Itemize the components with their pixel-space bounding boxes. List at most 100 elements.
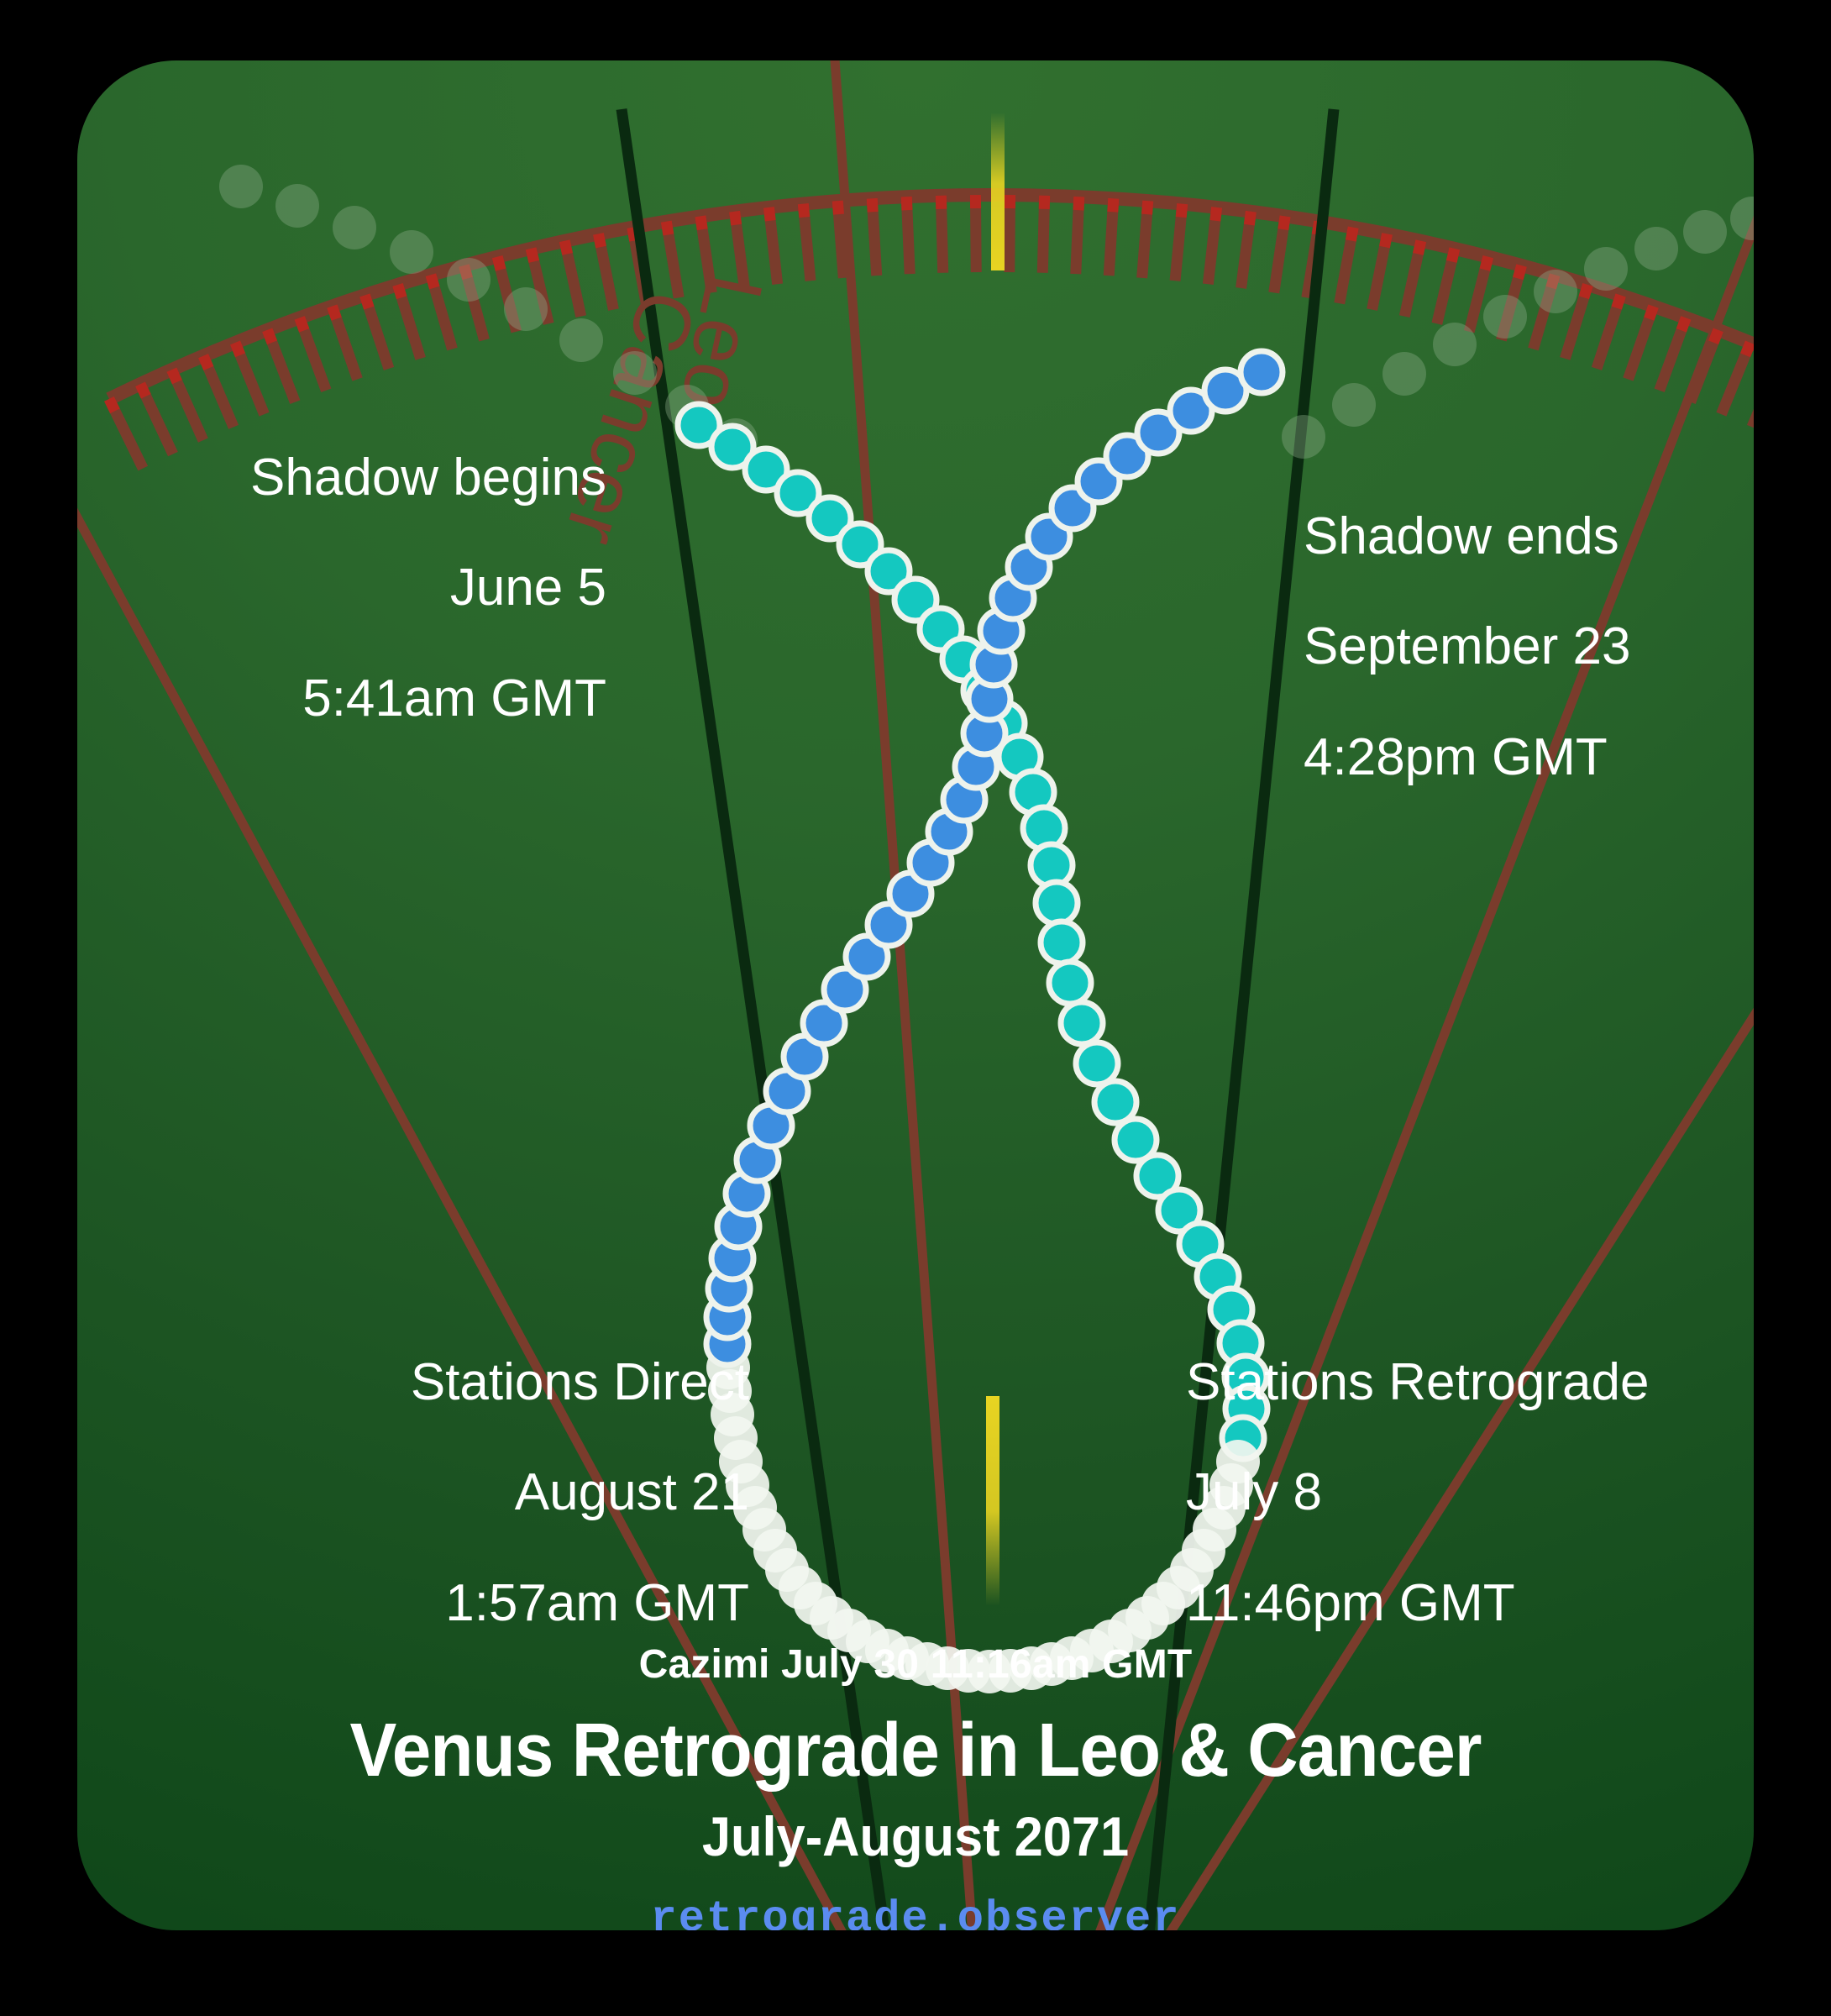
zodiac-tick-cap-29 <box>1073 196 1085 211</box>
position-dot <box>1046 958 1094 1007</box>
position-dot <box>1134 408 1183 457</box>
annotation-shadow-ends-title: Shadow ends <box>1304 507 1619 565</box>
annotation-stations-direct-title: Stations Direct <box>410 1352 749 1411</box>
zodiac-tick-cap-43 <box>1545 273 1561 290</box>
annotation-shadow-begins-time: 5:41am GMT <box>302 669 606 727</box>
position-dot <box>275 184 319 228</box>
radial-ray-3 <box>1166 1007 1754 1930</box>
zodiac-tick-cap-3 <box>198 354 214 370</box>
zodiac-tick-cap-8 <box>359 293 375 310</box>
zodiac-tick-cap-46 <box>1644 304 1659 321</box>
position-dot <box>1111 1116 1160 1164</box>
dot-series-direct_before_retrograde <box>674 401 1271 1462</box>
annotation-stations-direct-date: August 21 <box>514 1463 749 1522</box>
zodiac-tick-50 <box>1746 408 1754 428</box>
zodiac-tick-cap-49 <box>1739 340 1754 358</box>
zodiac-tick-cap-32 <box>1175 203 1188 218</box>
zodiac-tick-cap-38 <box>1379 233 1393 249</box>
annotation-shadow-begins: Shadow begins June 5 5:41am GMT <box>203 395 606 781</box>
zodiac-degree-arc <box>104 188 1754 471</box>
position-dot <box>1091 1078 1140 1126</box>
zodiac-tick-cap-18 <box>695 215 708 231</box>
zodiac-tick-cap-12 <box>491 255 506 271</box>
position-dot <box>1155 1186 1204 1235</box>
zodiac-tick-cap-1 <box>135 381 151 399</box>
annotation-stations-retrograde-date: July 8 <box>1186 1463 1322 1522</box>
annotation-stations-direct: Stations Direct August 21 1:57am GMT <box>304 1299 749 1686</box>
position-dot <box>842 932 891 981</box>
zodiac-tick-cap-15 <box>593 233 606 249</box>
zodiac-tick-cap-0 <box>104 396 120 414</box>
zodiac-tick-cap-2 <box>166 367 182 385</box>
position-dot <box>864 547 913 596</box>
zodiac-tick-cap-22 <box>832 200 844 215</box>
radial-ray-2 <box>1095 215 1754 1930</box>
zodiac-tick-cap-11 <box>459 264 473 281</box>
position-dot <box>559 318 603 362</box>
zodiac-tick-cap-10 <box>425 273 440 290</box>
zodiac-tick-cap-23 <box>866 197 879 213</box>
dot-series-direct_after_retrograde <box>703 348 1286 1368</box>
zodiac-tick-cap-20 <box>763 207 776 222</box>
zodiac-tick-cap-41 <box>1479 255 1494 271</box>
position-dot <box>613 351 657 395</box>
radial-ray-0 <box>77 507 847 1930</box>
zodiac-tick-cap-47 <box>1676 316 1692 333</box>
zodiac-tick-cap-44 <box>1578 283 1593 300</box>
position-dot <box>1433 323 1477 366</box>
position-dot <box>1332 383 1376 427</box>
zodiac-tick-cap-48 <box>1708 328 1723 345</box>
position-dot <box>1584 247 1628 291</box>
annotation-shadow-begins-title: Shadow begins <box>250 448 606 507</box>
position-dot <box>742 445 790 494</box>
position-dot <box>1167 386 1215 435</box>
position-dot <box>219 165 263 208</box>
annotation-stations-direct-time: 1:57am GMT <box>445 1573 749 1632</box>
position-dot <box>333 206 376 249</box>
position-dot <box>1483 295 1527 339</box>
position-dot <box>1103 432 1152 480</box>
radial-ray-1 <box>830 60 977 1930</box>
cazimi-mark-1 <box>986 1396 999 1606</box>
position-dot <box>821 965 869 1014</box>
position-dot <box>447 258 491 302</box>
position-dot <box>1237 348 1286 396</box>
sign-boundary-1 <box>1144 108 1340 1930</box>
zodiac-tick-cap-6 <box>294 316 310 333</box>
position-dot <box>708 423 757 471</box>
chart-subtitle: July-August 2071 <box>701 1805 1130 1867</box>
position-dot <box>774 469 822 517</box>
annotation-shadow-begins-date: June 5 <box>449 559 606 617</box>
site-footer-link[interactable]: retrograde.observer <box>650 1894 1181 1930</box>
annotation-stations-retrograde: Stations Retrograde July 8 11:46pm GMT <box>1186 1299 1723 1686</box>
zodiac-tick-cap-37 <box>1345 226 1359 242</box>
zodiac-tick-cap-7 <box>327 304 342 321</box>
zodiac-tick-cap-16 <box>627 226 641 242</box>
annotation-shadow-ends-time: 4:28pm GMT <box>1304 727 1608 786</box>
annotation-stations-retrograde-time: 11:46pm GMT <box>1186 1573 1515 1632</box>
zodiac-tick-cap-40 <box>1445 247 1461 263</box>
zodiac-tick-cap-34 <box>1243 210 1257 226</box>
position-dot <box>1133 1152 1182 1200</box>
position-dot <box>1282 415 1325 459</box>
position-dot <box>1634 227 1678 270</box>
annotation-cazimi: Cazimi July 30 11:16am GMT <box>638 1642 1193 1687</box>
position-dot <box>1032 879 1081 927</box>
zodiac-tick-cap-39 <box>1413 239 1427 255</box>
cazimi-mark-0 <box>991 113 1005 270</box>
position-dot <box>1057 999 1106 1047</box>
position-dot <box>836 520 884 569</box>
chart-title: Venus Retrograde in Leo & Cancer <box>349 1709 1482 1793</box>
zodiac-tick-cap-19 <box>729 210 742 226</box>
dot-series-shadow_out <box>1282 197 1754 459</box>
zodiac-tick-cap-45 <box>1611 293 1626 310</box>
zodiac-tick-cap-13 <box>525 247 540 263</box>
zodiac-tick-cap-9 <box>392 283 407 300</box>
position-dot <box>1382 352 1426 396</box>
position-dot <box>805 494 854 543</box>
zodiac-tick-cap-42 <box>1513 264 1527 281</box>
position-dot <box>1534 270 1577 313</box>
